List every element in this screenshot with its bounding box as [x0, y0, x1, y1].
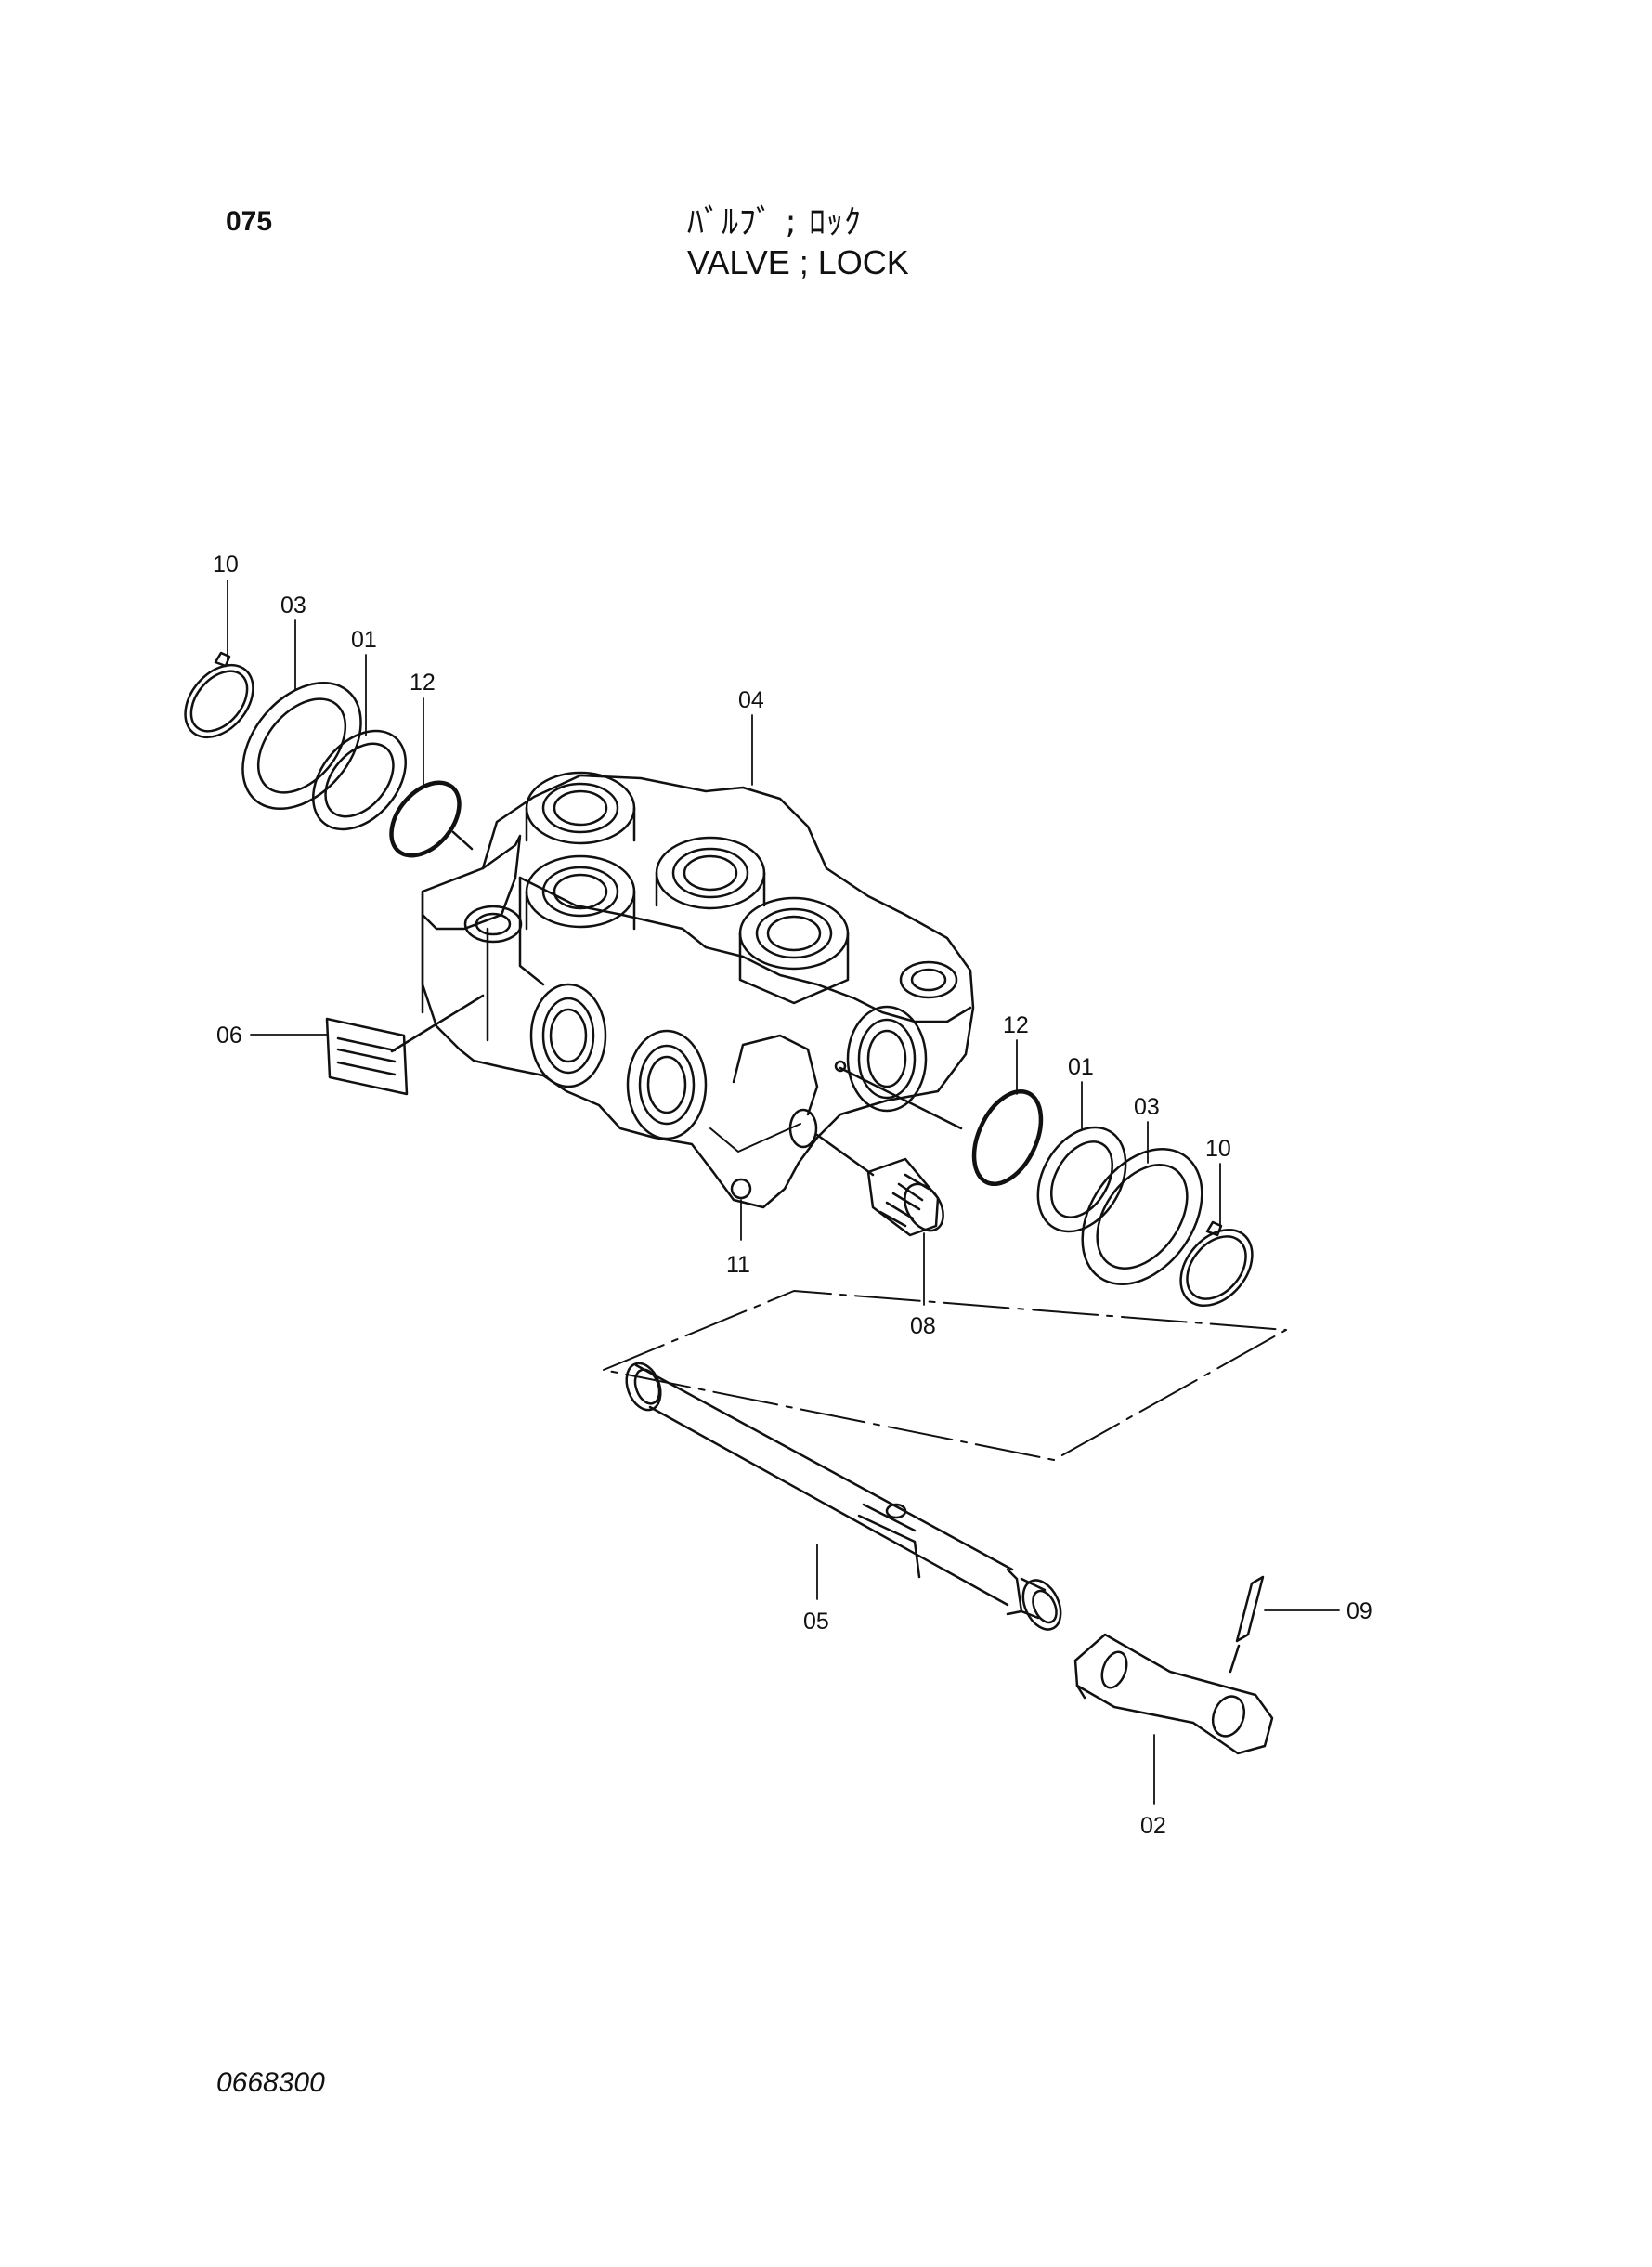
axis-line-left	[451, 830, 474, 851]
front-port-2	[626, 1029, 708, 1140]
o-ring-right	[971, 1088, 1044, 1187]
top-port-4	[738, 896, 850, 1005]
washer-right	[1081, 1148, 1203, 1285]
page-number: 075	[226, 206, 273, 237]
leader-06-to-body	[390, 994, 485, 1053]
ball	[730, 1178, 752, 1200]
part-label-03-left: 03	[280, 593, 306, 619]
o-ring-left	[389, 780, 462, 858]
plug	[866, 1157, 944, 1237]
lever	[1073, 1633, 1274, 1755]
shaft	[625, 1362, 1062, 1631]
leader-08-from-body	[815, 1133, 875, 1177]
assembly-line-shaft	[603, 1290, 1287, 1461]
part-label-06: 06	[216, 1023, 242, 1049]
pin-axis	[1229, 1644, 1241, 1674]
front-port-3	[846, 1005, 928, 1113]
part-label-08: 08	[910, 1313, 936, 1339]
top-port-2	[525, 854, 636, 931]
washer-left	[241, 681, 362, 811]
part-label-10-left: 10	[213, 552, 239, 578]
title-english: VALVE ; LOCK	[687, 243, 909, 281]
snap-ring-left	[184, 651, 254, 739]
part-label-09: 09	[1346, 1598, 1372, 1624]
front-port-1	[529, 983, 607, 1088]
top-port-1	[525, 771, 636, 845]
part-label-04: 04	[738, 687, 764, 713]
valve-body	[421, 771, 975, 1209]
part-label-01-right: 01	[1068, 1054, 1094, 1080]
drawing-number: 0668300	[216, 2067, 325, 2098]
part-label-12-left: 12	[410, 670, 436, 696]
part-label-05: 05	[803, 1609, 829, 1635]
part-label-11: 11	[726, 1252, 750, 1278]
title-japanese: ﾊﾞﾙﾌﾞ ; ﾛｯｸ	[687, 203, 863, 241]
part-label-10-right: 10	[1205, 1136, 1231, 1162]
leader-lines	[227, 580, 1340, 1805]
name-plate	[325, 1017, 409, 1096]
snap-ring-right	[1179, 1220, 1254, 1308]
seal-left	[312, 729, 407, 831]
part-label-03-right: 03	[1134, 1094, 1160, 1120]
top-port-3	[655, 836, 766, 910]
axis-line-right	[839, 1066, 963, 1130]
seal-right	[1036, 1126, 1127, 1233]
part-label-01-left: 01	[351, 627, 377, 653]
assembly-line-ball	[709, 1123, 801, 1153]
pin	[1235, 1575, 1265, 1643]
part-label-02: 02	[1140, 1813, 1166, 1839]
part-label-12-right: 12	[1003, 1012, 1029, 1038]
